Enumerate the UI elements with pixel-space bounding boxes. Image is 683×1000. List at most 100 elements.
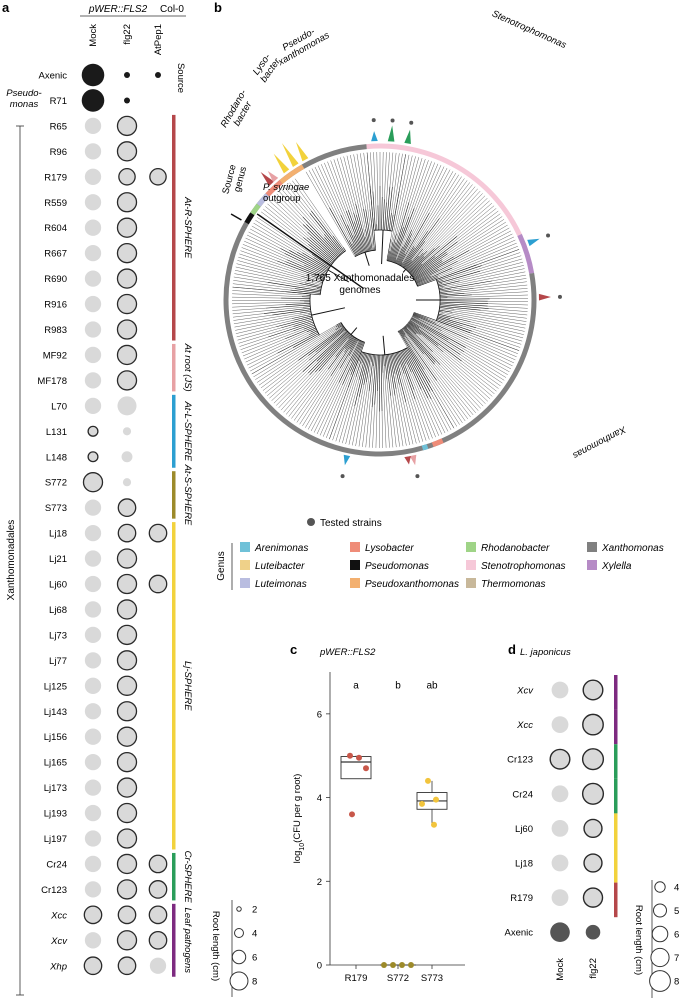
tree-leaf	[423, 195, 486, 257]
tree-branch	[327, 335, 354, 370]
tree-branch	[301, 275, 323, 283]
tree-branch	[403, 349, 429, 399]
tree-leaf	[247, 334, 309, 366]
tree-branch	[263, 307, 311, 314]
bubble-pep	[148, 930, 168, 950]
tree-leaf	[434, 198, 488, 249]
tree-leaf	[237, 327, 282, 341]
tree-leaf	[326, 374, 351, 438]
ring-lysobacter	[265, 180, 283, 197]
legend-circle	[236, 906, 242, 912]
tree-branch	[306, 237, 335, 262]
tree-leaf	[411, 165, 442, 230]
tree-leaf	[392, 153, 403, 215]
bubble-flg22	[116, 344, 138, 366]
tree-branch	[397, 329, 431, 383]
tree-leaf	[260, 360, 299, 389]
tree-leaf	[280, 371, 316, 411]
tree-branch	[267, 282, 321, 291]
tree-branch	[281, 297, 311, 299]
row-l131: L131	[46, 425, 132, 438]
genus-swatch	[466, 560, 476, 570]
tree-branch	[412, 253, 448, 278]
tree-branch	[385, 354, 391, 396]
significance-letter: b	[395, 681, 401, 692]
bubble-mock	[84, 372, 102, 389]
outgroup-label: P. syringae outgroup	[263, 182, 309, 204]
tree-branch	[439, 289, 452, 292]
tree-branch	[310, 329, 317, 333]
tree-branch	[391, 226, 404, 263]
tree-leaf	[429, 171, 454, 214]
bubble-mock	[84, 932, 102, 949]
tree-leaf	[414, 399, 430, 440]
legend-circle	[229, 971, 249, 991]
genus-label: Xylella	[601, 561, 632, 572]
tree-leaf	[480, 258, 523, 272]
bubble-flg22	[116, 573, 138, 595]
tree-branch	[315, 333, 351, 373]
tree-branch	[313, 257, 330, 268]
genus-swatch	[350, 560, 360, 570]
bubble-mock	[82, 472, 104, 493]
tested-strain-dot	[415, 474, 420, 479]
tree-leaf	[480, 310, 528, 316]
tree-branch	[292, 333, 319, 348]
y-tick-label: 4	[317, 793, 322, 804]
strain-label: R604	[44, 223, 67, 234]
tree-leaf	[294, 178, 344, 248]
tree-branch	[400, 262, 403, 266]
tree-branch	[356, 214, 367, 252]
tree-branch	[299, 310, 311, 314]
genus-label: Pseudoxanthomonas	[365, 579, 459, 590]
strain-label: Lj143	[44, 707, 67, 718]
tree-leaf	[242, 338, 286, 357]
bubble-flg22	[117, 396, 137, 416]
bubble-flg22	[116, 879, 138, 900]
strain-label: Lj68	[49, 605, 67, 616]
tree-leaf	[302, 349, 350, 427]
tree-branch	[303, 264, 326, 276]
tree-leaf	[427, 318, 518, 354]
tree-branch	[405, 348, 432, 400]
tree-leaf	[410, 168, 448, 240]
data-point	[347, 752, 353, 759]
bubble-pep	[148, 523, 168, 543]
tree-leaf	[345, 405, 355, 444]
bubble-mock	[84, 397, 102, 415]
tree-branch	[388, 241, 394, 262]
row-lj18: Lj18	[49, 523, 168, 543]
bubble-flg22	[116, 370, 138, 391]
tree-leaf	[424, 182, 471, 242]
source-bar	[614, 675, 618, 710]
tree-leaf	[233, 276, 268, 283]
row-r96: R96	[50, 141, 138, 162]
tree-branch	[437, 283, 443, 285]
legend-title: Root length (cm)	[633, 905, 644, 975]
tree-leaf	[442, 221, 506, 262]
ring-luteimonas	[256, 193, 270, 207]
tree-leaf	[232, 290, 307, 296]
source-wedge	[267, 170, 279, 183]
tree-leaf	[352, 385, 364, 446]
source-bar	[614, 882, 618, 918]
tree-branch	[405, 323, 418, 334]
tree-branch	[306, 224, 339, 258]
tree-leaf	[241, 329, 304, 354]
tree-branch	[265, 304, 311, 309]
tree-branch	[397, 233, 413, 265]
tree-branch	[439, 293, 465, 296]
tree-leaf	[447, 294, 528, 298]
tree-branch	[438, 311, 443, 313]
tree-leaf	[391, 153, 400, 213]
tree-leaf	[439, 200, 490, 247]
tree-branch	[308, 331, 349, 374]
bubble-mock	[84, 219, 102, 236]
tree-branch	[439, 298, 490, 300]
tree-leaf	[324, 162, 354, 236]
row-r179: R179	[44, 167, 167, 186]
strain-label: Cr24	[512, 789, 533, 800]
tree-leaf	[405, 402, 417, 444]
row-mf178: MF178	[37, 370, 138, 391]
tree-leaf	[461, 360, 499, 389]
